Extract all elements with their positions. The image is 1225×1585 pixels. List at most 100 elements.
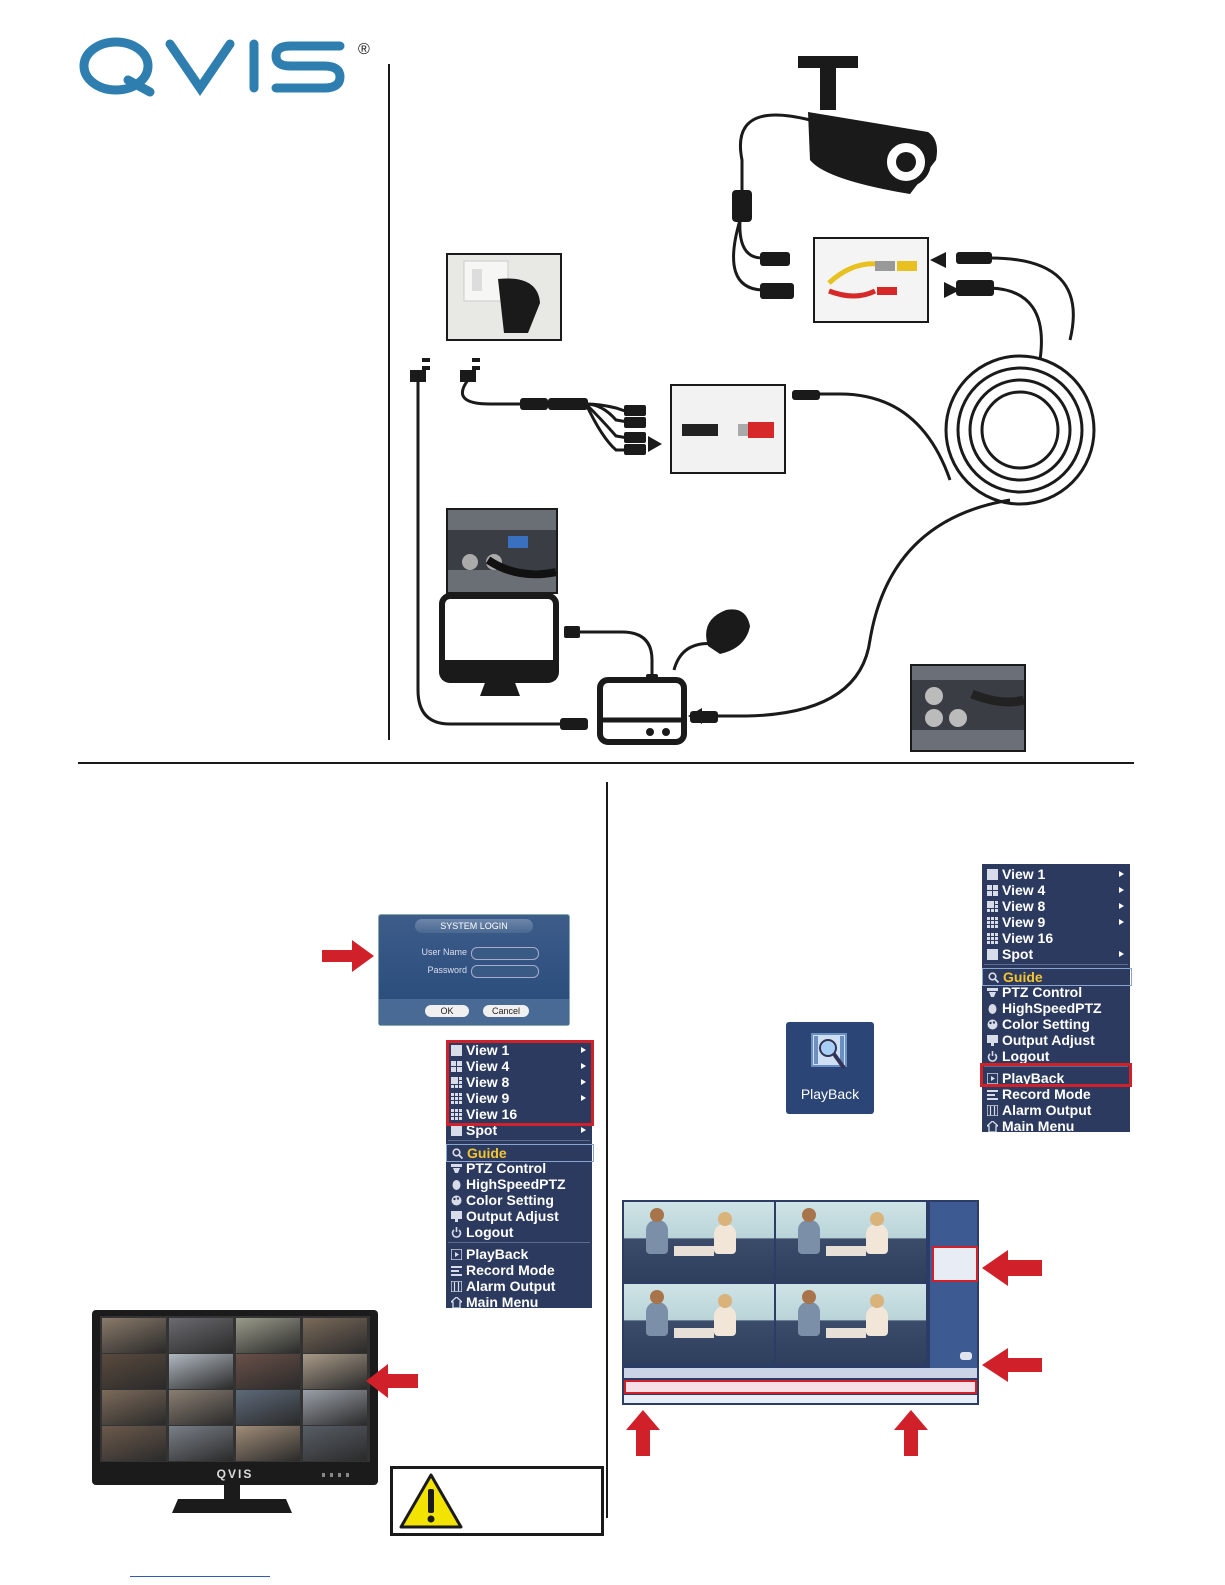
camera-thumbnail[interactable]	[102, 1354, 166, 1389]
camera-thumbnail[interactable]	[303, 1354, 367, 1389]
camera-thumbnail[interactable]	[169, 1426, 233, 1461]
camera-thumbnail[interactable]	[303, 1318, 367, 1353]
view9-icon	[451, 1093, 462, 1104]
timeline-bar[interactable]	[624, 1380, 977, 1394]
camera-grid	[100, 1316, 370, 1462]
camera-thumbnail[interactable]	[303, 1426, 367, 1461]
menu-item-view-1[interactable]: View 1	[446, 1042, 592, 1058]
playback-app-icon[interactable]: PlayBack	[786, 1022, 874, 1114]
search-icon	[452, 1148, 463, 1159]
submenu-arrow-icon	[1119, 871, 1124, 877]
menu-item-color-setting[interactable]: Color Setting	[446, 1192, 592, 1208]
camera-thumbnail[interactable]	[303, 1390, 367, 1425]
menu-item-playback[interactable]: PlayBack	[446, 1246, 592, 1262]
ok-button[interactable]: OK	[425, 1005, 469, 1017]
menu-item-logout[interactable]: Logout	[446, 1224, 592, 1240]
menu-separator	[448, 1242, 590, 1243]
timeline-legend	[624, 1395, 977, 1403]
menu-item-logout[interactable]: Logout	[982, 1048, 1130, 1064]
view16-icon	[451, 1109, 462, 1120]
menu-item-ptz-control[interactable]: PTZ Control	[982, 984, 1130, 1000]
submenu-arrow-icon	[581, 1095, 586, 1101]
menu-item-playback[interactable]: PlayBack	[982, 1070, 1130, 1086]
playback-controls-bar[interactable]	[624, 1368, 977, 1378]
playback-icon-label: PlayBack	[800, 1086, 860, 1102]
menu-item-record-mode[interactable]: Record Mode	[982, 1086, 1130, 1102]
menu-item-highspeedptz[interactable]: HighSpeedPTZ	[446, 1176, 592, 1192]
camera-thumbnail[interactable]	[169, 1390, 233, 1425]
menu-item-ptz-control[interactable]: PTZ Control	[446, 1160, 592, 1176]
camera-thumbnail[interactable]	[236, 1390, 300, 1425]
camera-thumbnail[interactable]	[236, 1426, 300, 1461]
camera-thumbnail[interactable]	[236, 1318, 300, 1353]
menu-item-label: Guide	[467, 1145, 507, 1161]
video-channel[interactable]	[624, 1284, 774, 1364]
search-button[interactable]	[960, 1352, 972, 1360]
camera-thumbnail[interactable]	[102, 1390, 166, 1425]
menu-item-view-16[interactable]: View 16	[446, 1106, 592, 1122]
login-footer: OK Cancel	[379, 999, 569, 1025]
camera-thumbnail[interactable]	[236, 1354, 300, 1389]
submenu-arrow-icon	[581, 1047, 586, 1053]
view1-icon	[451, 1045, 462, 1056]
submenu-arrow-icon	[581, 1079, 586, 1085]
submenu-arrow-icon	[1119, 951, 1124, 957]
menu-item-label: Main Menu	[1002, 1118, 1075, 1134]
menu-item-label: HighSpeedPTZ	[1002, 1000, 1102, 1016]
power-icon	[451, 1227, 462, 1238]
menu-item-view-4[interactable]: View 4	[446, 1058, 592, 1074]
spot-icon	[451, 1125, 462, 1136]
wall-socket-photo	[446, 253, 562, 341]
menu-item-view-1[interactable]: View 1	[982, 866, 1130, 882]
camera-thumbnail[interactable]	[169, 1318, 233, 1353]
menu-item-label: Spot	[466, 1122, 498, 1138]
password-input[interactable]	[471, 965, 539, 978]
monitor-arrow-icon	[366, 1364, 418, 1398]
menu-item-label: HighSpeedPTZ	[466, 1176, 566, 1192]
menu-item-main-menu[interactable]: Main Menu	[446, 1294, 592, 1310]
menu-item-output-adjust[interactable]: Output Adjust	[446, 1208, 592, 1224]
menu-item-view-4[interactable]: View 4	[982, 882, 1130, 898]
menu-item-alarm-output[interactable]: Alarm Output	[446, 1278, 592, 1294]
menu-item-spot[interactable]: Spot	[982, 946, 1130, 962]
menu-item-highspeedptz[interactable]: HighSpeedPTZ	[982, 1000, 1130, 1016]
video-channel[interactable]	[776, 1202, 926, 1282]
home-icon	[451, 1297, 462, 1308]
camera-thumbnail[interactable]	[169, 1354, 233, 1389]
menu-item-guide[interactable]: Guide	[446, 1144, 594, 1162]
cancel-button[interactable]: Cancel	[483, 1005, 529, 1017]
menu-item-color-setting[interactable]: Color Setting	[982, 1016, 1130, 1032]
ptz-icon	[451, 1164, 462, 1173]
registered-mark: ®	[358, 41, 370, 58]
view4-icon	[451, 1061, 462, 1072]
menu-item-record-mode[interactable]: Record Mode	[446, 1262, 592, 1278]
menu-item-label: View 9	[466, 1090, 510, 1106]
menu-item-view-8[interactable]: View 8	[982, 898, 1130, 914]
menu-item-output-adjust[interactable]: Output Adjust	[982, 1032, 1130, 1048]
menu-separator	[984, 964, 1128, 965]
dvr-bnc-photo	[910, 664, 1026, 752]
menu-item-guide[interactable]: Guide	[982, 968, 1132, 986]
camera-thumbnail[interactable]	[102, 1318, 166, 1353]
video-channel[interactable]	[776, 1284, 926, 1364]
camera-thumbnail[interactable]	[102, 1426, 166, 1461]
menu-item-spot[interactable]: Spot	[446, 1122, 592, 1138]
menu-item-view-16[interactable]: View 16	[982, 930, 1130, 946]
record-icon	[987, 1090, 998, 1100]
dome-icon	[988, 1004, 997, 1014]
video-channel[interactable]	[624, 1202, 774, 1282]
calendar-widget[interactable]	[932, 1246, 978, 1282]
menu-item-alarm-output[interactable]: Alarm Output	[982, 1102, 1130, 1118]
menu-item-view-9[interactable]: View 9	[446, 1090, 592, 1106]
footer-link-underline[interactable]	[130, 1576, 270, 1577]
menu-item-main-menu[interactable]: Main Menu	[982, 1118, 1130, 1134]
view-options-highlight	[446, 1040, 594, 1126]
section-divider	[78, 762, 1134, 764]
ptz-icon	[987, 988, 998, 997]
view4-icon	[987, 885, 998, 896]
monitor-brand: QVIS	[216, 1467, 254, 1481]
view8-icon	[451, 1077, 462, 1088]
user-name-input[interactable]	[471, 947, 539, 960]
menu-item-view-9[interactable]: View 9	[982, 914, 1130, 930]
menu-item-view-8[interactable]: View 8	[446, 1074, 592, 1090]
